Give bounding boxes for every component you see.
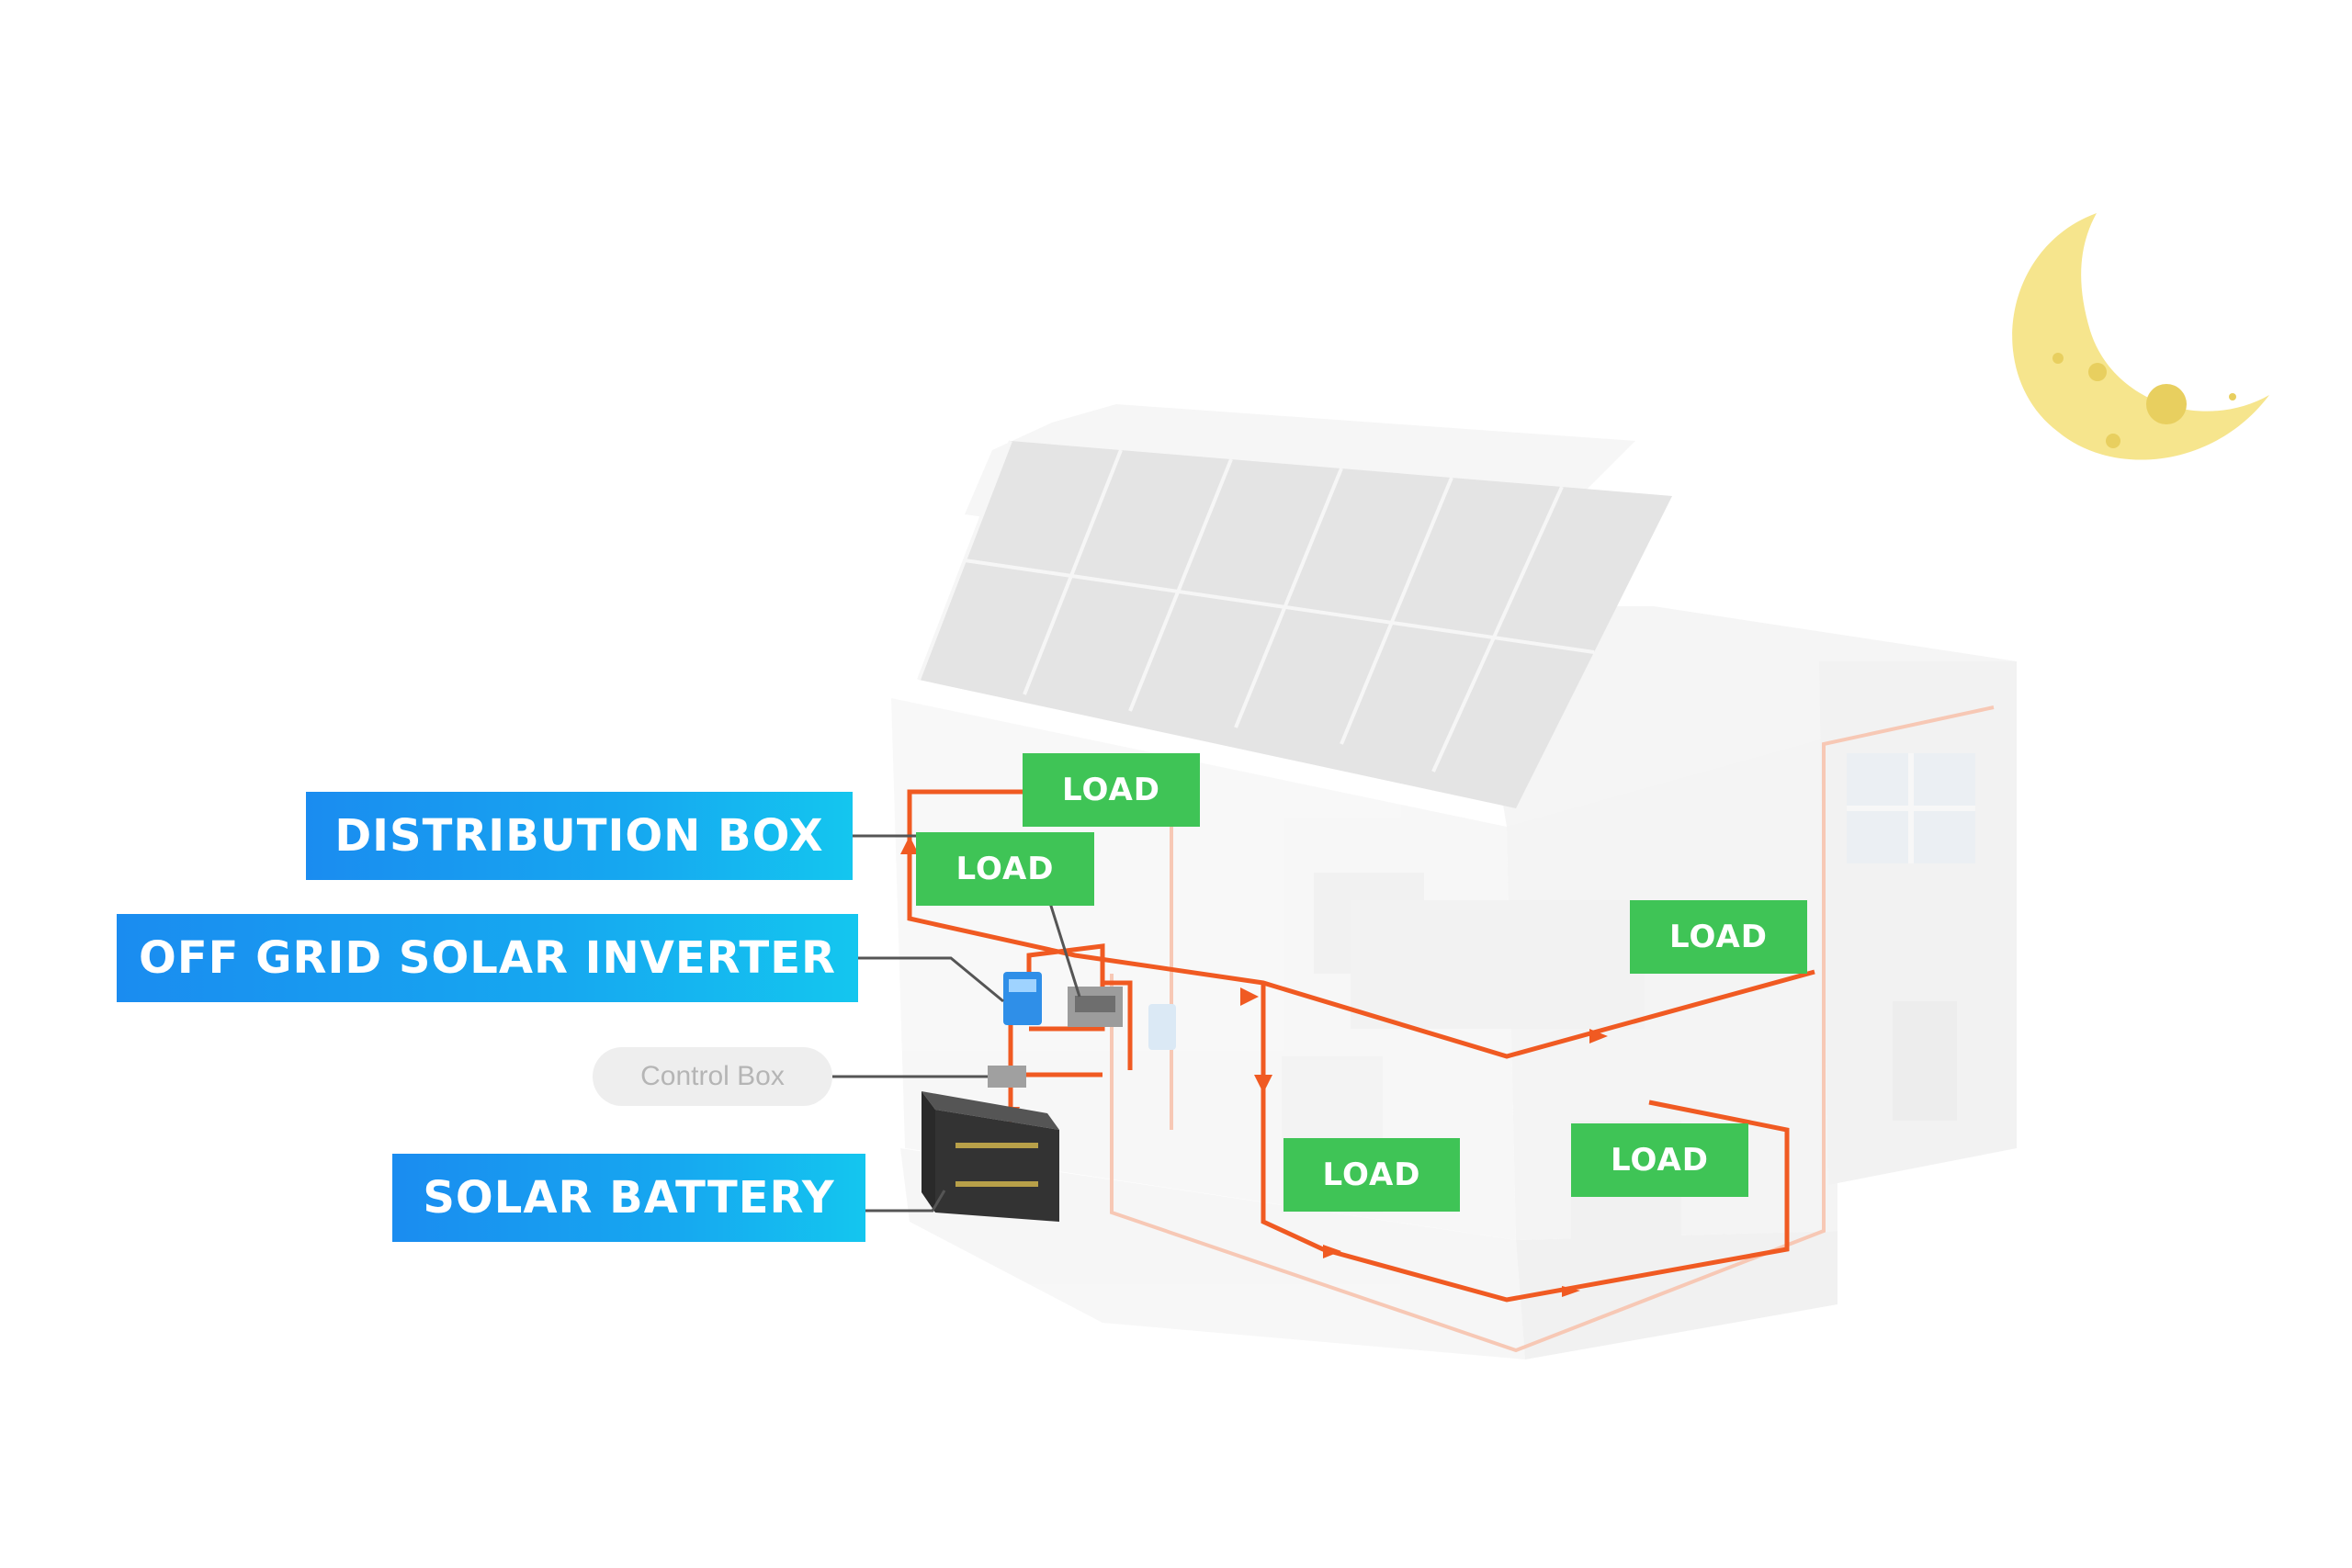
meter-device — [1148, 1004, 1176, 1050]
load-badge: LOAD — [1571, 1123, 1748, 1197]
control-box-label: Control Box — [593, 1047, 832, 1106]
power-wiring — [907, 789, 1815, 1303]
inverter-label: OFF GRID SOLAR INVERTER — [117, 914, 858, 1002]
solar-panel-array — [917, 440, 1672, 808]
control-box-device — [988, 1066, 1026, 1088]
moon-icon — [2012, 213, 2269, 460]
distribution-box-device — [1068, 987, 1123, 1027]
inverter-device — [1003, 972, 1042, 1025]
load-badge: LOAD — [1283, 1138, 1460, 1212]
battery-device — [922, 1091, 1059, 1222]
solar-battery-label: SOLAR BATTERY — [392, 1154, 865, 1242]
load-badge: LOAD — [916, 832, 1094, 906]
load-badge: LOAD — [1023, 753, 1200, 827]
distribution-box-label: DISTRIBUTION BOX — [306, 792, 853, 880]
load-badge: LOAD — [1630, 900, 1807, 974]
